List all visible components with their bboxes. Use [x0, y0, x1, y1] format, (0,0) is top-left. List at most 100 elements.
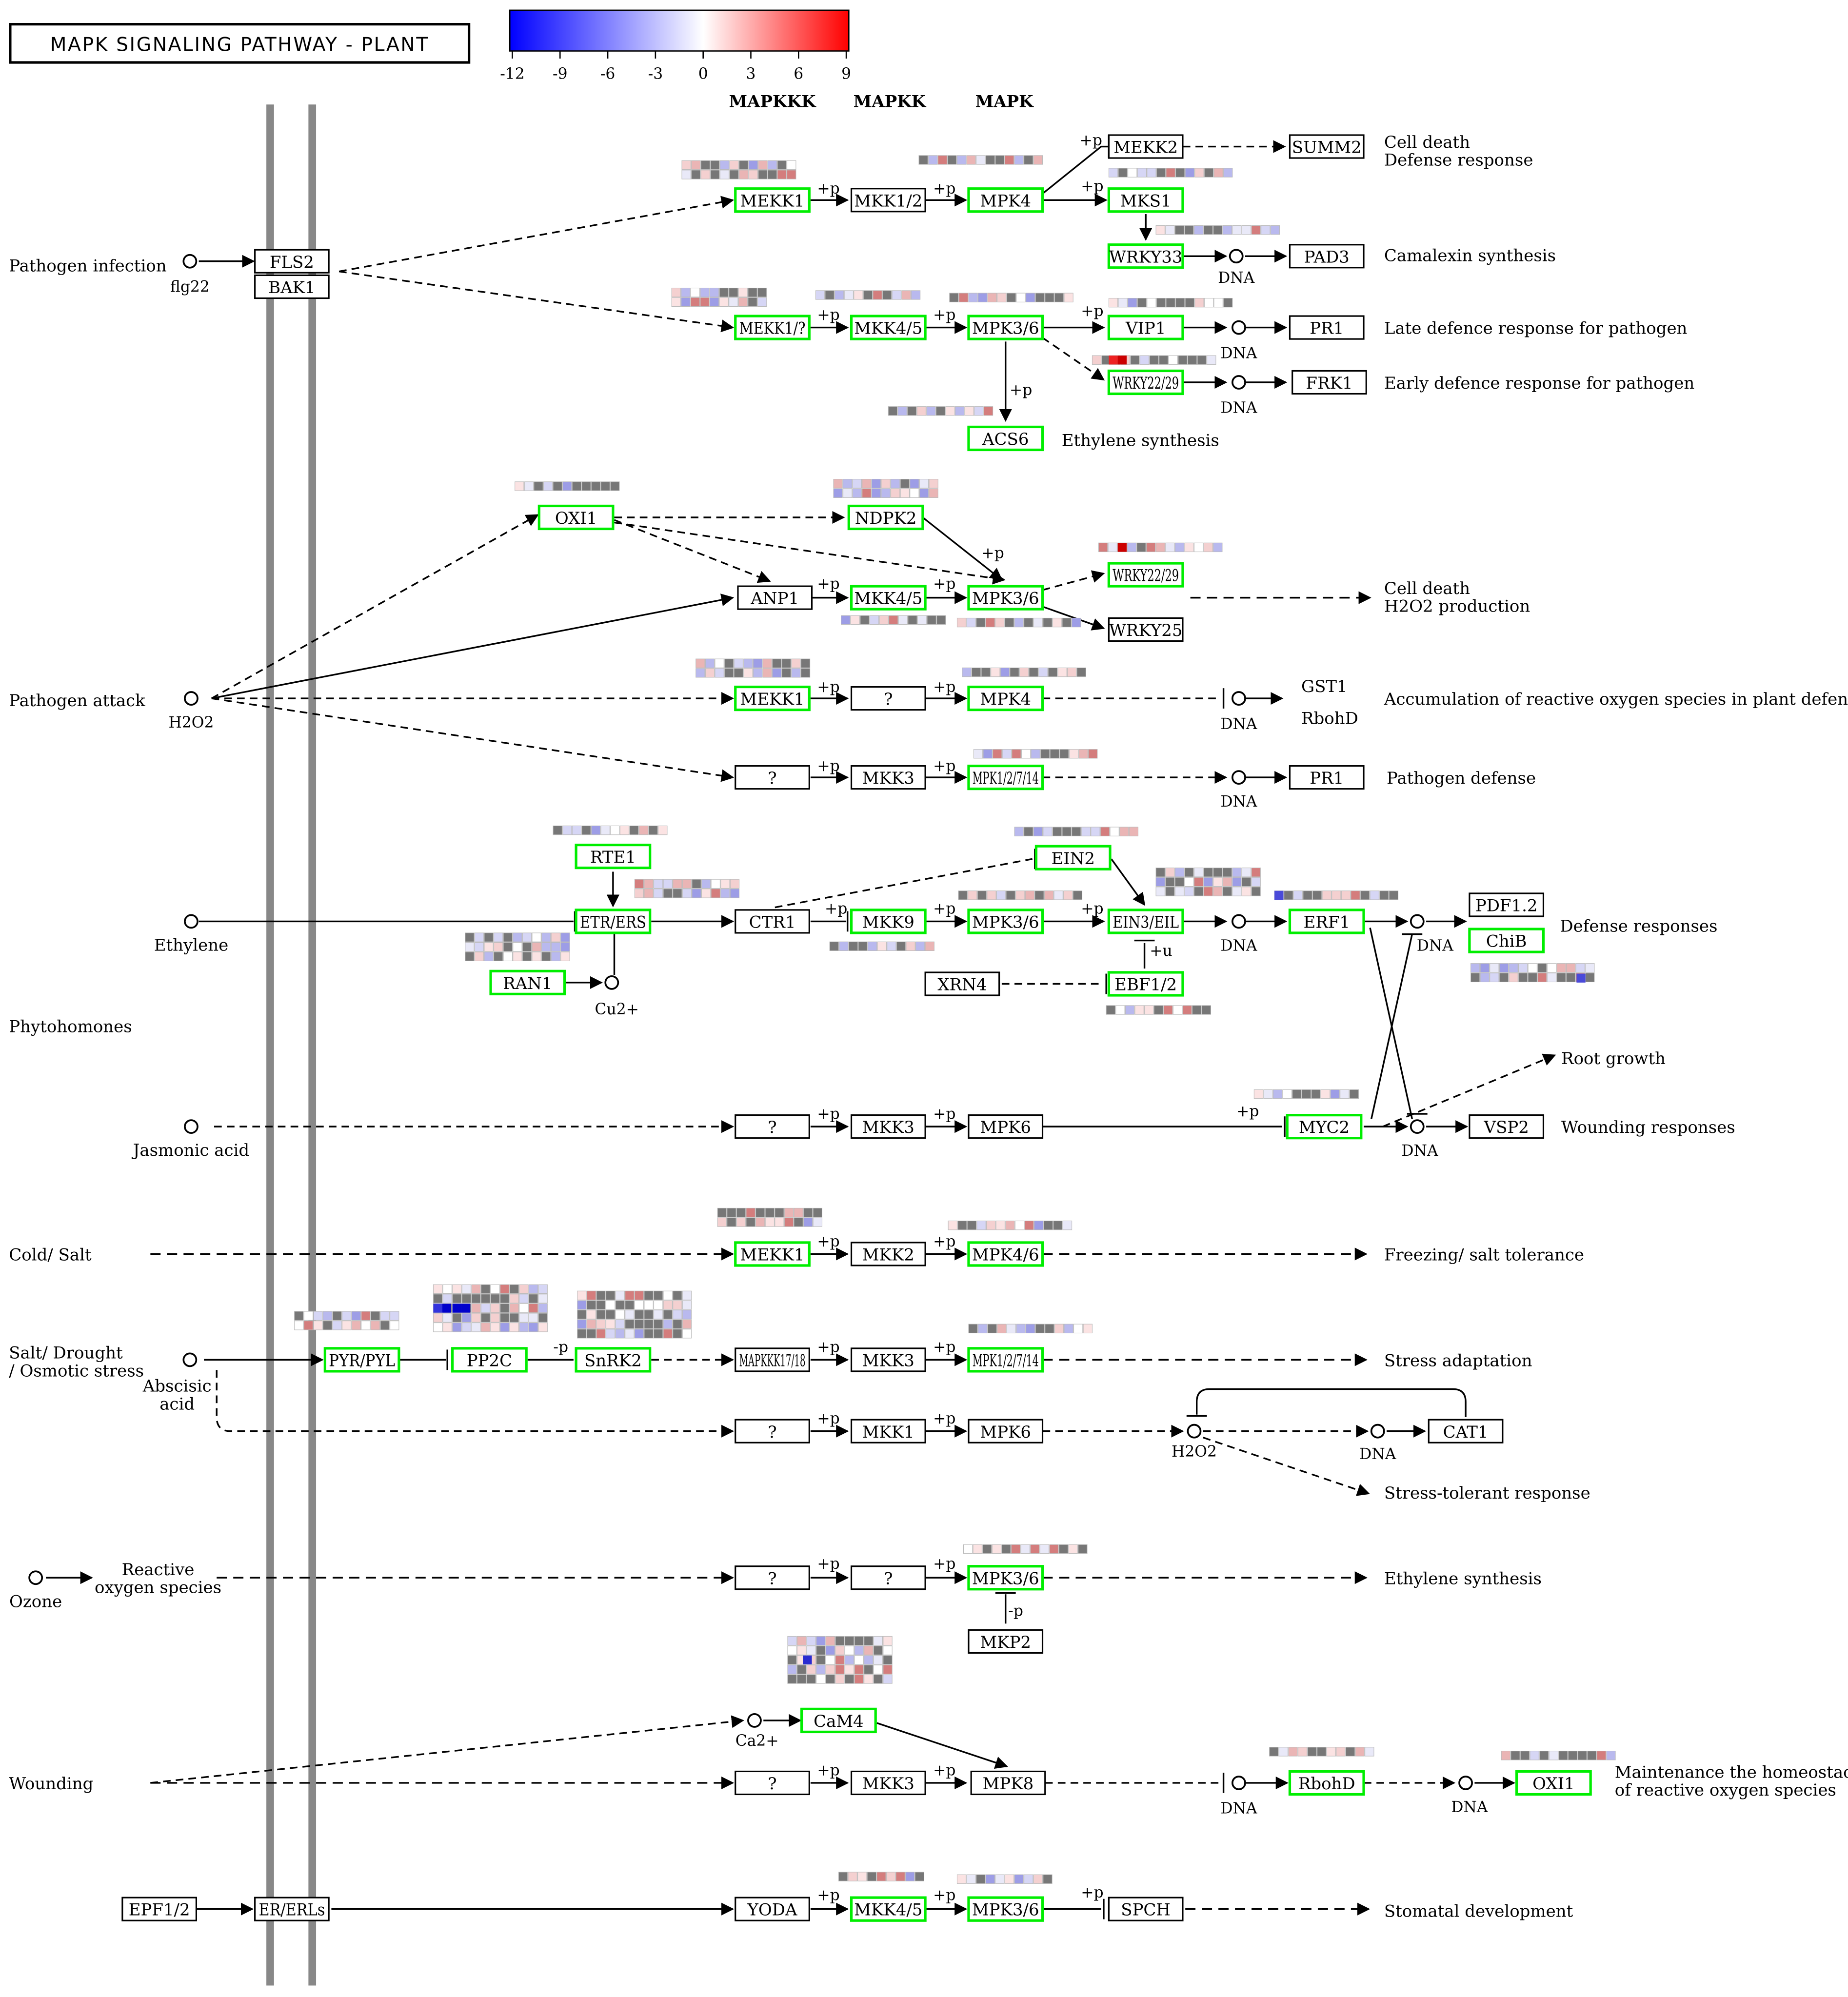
gene-node-mkk45[interactable]: MKK4/5: [850, 315, 927, 340]
dna-label: DNA: [1220, 715, 1257, 733]
gene-node-frk1[interactable]: FRK1: [1292, 370, 1367, 395]
gene-node-mpk4[interactable]: MPK4: [967, 187, 1044, 213]
p-label: +p: [933, 1105, 955, 1123]
gene-node-mpk6[interactable]: MPK6: [968, 1114, 1044, 1139]
heatmap: [1274, 890, 1399, 900]
gene-node-q[interactable]: ?: [735, 1770, 810, 1796]
gene-label: MPK4: [980, 690, 1031, 709]
gene-node-wrky2229[interactable]: WRKY22/29: [1107, 369, 1184, 395]
gene-node-oxi1[interactable]: OXI1: [1515, 1770, 1592, 1796]
gene-node-mpk71[interactable]: MPK1/2/7/14: [967, 764, 1044, 791]
gene-node-q[interactable]: ?: [735, 1114, 810, 1139]
gene-node-yoda[interactable]: YODA: [735, 1897, 810, 1921]
gene-node-mks1[interactable]: MKS1: [1107, 187, 1184, 213]
gene-node-mkk3[interactable]: MKK3: [850, 765, 926, 790]
gene-node-etrers[interactable]: ETR/ERS: [575, 909, 652, 934]
gene-node-mkk1[interactable]: MKK1: [850, 1419, 926, 1443]
gene-node-mpk36[interactable]: MPK3/6: [967, 1896, 1044, 1922]
gene-node-mkp2[interactable]: MKP2: [968, 1629, 1044, 1654]
gene-node-mkk12[interactable]: MKK1/2: [850, 188, 926, 213]
gene-node-acs6[interactable]: ACS6: [967, 425, 1044, 452]
gene-node-pr1[interactable]: PR1: [1289, 765, 1365, 790]
heatmap: [1155, 225, 1280, 235]
gene-node-pad3[interactable]: PAD3: [1289, 244, 1365, 269]
gene-node-vip1[interactable]: VIP1: [1107, 315, 1184, 340]
gene-node-wrky25[interactable]: WRKY25: [1108, 617, 1184, 642]
gene-node-ein3[interactable]: EIN3/EIL: [1107, 909, 1184, 934]
gene-node-bak1[interactable]: BAK1: [254, 274, 330, 299]
gene-node-anp1[interactable]: ANP1: [737, 585, 813, 610]
gene-node-mkk45[interactable]: MKK4/5: [850, 1896, 927, 1922]
gene-node-rbohd[interactable]: RbohD: [1288, 1770, 1365, 1796]
gene-node-mekk2[interactable]: MEKK2: [1108, 134, 1184, 159]
gene-label: MPK1/2/7/14: [973, 1351, 1039, 1370]
gene-node-cam4[interactable]: CaM4: [800, 1707, 877, 1734]
gene-node-mkk3[interactable]: MKK3: [850, 1770, 926, 1796]
gene-node-mpk36[interactable]: MPK3/6: [967, 315, 1044, 340]
gene-node-ndpk2[interactable]: NDPK2: [847, 504, 924, 531]
gene-node-mpk4[interactable]: MPK4: [967, 685, 1044, 712]
gene-node-pdf12[interactable]: PDF1.2: [1469, 892, 1545, 917]
dna-label: DNA: [1220, 1800, 1257, 1818]
gene-node-q[interactable]: ?: [735, 765, 810, 790]
gene-node-mkk9[interactable]: MKK9: [850, 909, 927, 934]
gene-node-mkk45[interactable]: MKK4/5: [850, 585, 927, 611]
gene-node-ein2[interactable]: EIN2: [1034, 845, 1112, 870]
heatmap: [1106, 1005, 1211, 1015]
gene-node-wrky33[interactable]: WRKY33: [1107, 243, 1184, 269]
gene-node-spch[interactable]: SPCH: [1108, 1897, 1184, 1921]
gene-node-q[interactable]: ?: [850, 1565, 926, 1590]
gene-node-erf1[interactable]: ERF1: [1288, 909, 1365, 934]
pathway-edges: [46, 135, 1556, 1919]
gene-label: ACS6: [982, 430, 1029, 449]
gene-node-ebf12[interactable]: EBF1/2: [1107, 971, 1184, 997]
gene-node-mekk1[interactable]: MEKK1: [734, 1241, 811, 1267]
gene-node-q[interactable]: ?: [735, 1419, 810, 1443]
gene-node-myc2[interactable]: MYC2: [1286, 1114, 1363, 1140]
label-reactive: Reactive: [122, 1560, 195, 1580]
gene-label: MKK1: [862, 1423, 914, 1442]
header-mapk: MAPK: [975, 92, 1034, 112]
gene-node-q[interactable]: ?: [735, 1565, 810, 1590]
gene-node-pr1[interactable]: PR1: [1289, 315, 1365, 340]
heatmap: [956, 617, 1081, 628]
gene-node-mekk1[interactable]: MEKK1: [734, 685, 811, 712]
gene-node-mapkkk17[interactable]: MAPKKK17/18: [735, 1347, 810, 1372]
gene-label: MPK3/6: [972, 1900, 1039, 1920]
gene-node-mpk6[interactable]: MPK6: [968, 1419, 1044, 1443]
gene-node-snrk2[interactable]: SnRK2: [575, 1347, 652, 1373]
gene-node-xrn4[interactable]: XRN4: [924, 971, 1000, 996]
gene-node-pp2c[interactable]: PP2C: [451, 1347, 528, 1373]
gene-node-mkk3[interactable]: MKK3: [850, 1347, 926, 1372]
gene-node-summ2[interactable]: SUMM2: [1289, 134, 1365, 159]
gene-node-wrky2229[interactable]: WRKY22/29: [1107, 562, 1184, 588]
gene-node-cat1[interactable]: CAT1: [1428, 1419, 1504, 1443]
compound-circle: [28, 1570, 43, 1585]
dna-label: DNA: [1417, 937, 1454, 955]
heatmap: [1155, 868, 1261, 896]
gene-node-fls2[interactable]: FLS2: [254, 249, 330, 274]
gene-node-q[interactable]: ?: [850, 686, 926, 711]
gene-node-mkk3[interactable]: MKK3: [850, 1114, 926, 1139]
gene-node-chib[interactable]: ChiB: [1468, 928, 1545, 953]
gene-node-oxi1[interactable]: OXI1: [537, 504, 615, 531]
gene-node-ererls[interactable]: ER/ERLs: [254, 1897, 330, 1921]
gene-node-mkk2[interactable]: MKK2: [850, 1242, 926, 1266]
gene-label: OXI1: [555, 509, 597, 528]
gene-node-ran1[interactable]: RAN1: [489, 969, 566, 995]
gene-node-mpk36[interactable]: MPK3/6: [967, 1565, 1044, 1591]
gene-node-mekk1_2[interactable]: MEKK1/?: [734, 315, 811, 340]
gene-node-epf12[interactable]: EPF1/2: [121, 1897, 197, 1921]
gene-node-mekk1[interactable]: MEKK1: [734, 187, 811, 213]
gene-node-mpk36[interactable]: MPK3/6: [967, 585, 1044, 611]
gene-node-mpk8[interactable]: MPK8: [970, 1770, 1046, 1796]
gene-node-mpk36[interactable]: MPK3/6: [967, 909, 1044, 934]
gene-label: ?: [768, 1774, 776, 1794]
gene-label: MKK4/5: [854, 589, 922, 609]
gene-node-mpk71[interactable]: MPK1/2/7/14: [967, 1347, 1044, 1373]
gene-node-ctr1[interactable]: CTR1: [735, 909, 810, 934]
gene-node-vsp2[interactable]: VSP2: [1469, 1114, 1545, 1139]
gene-node-mpk46[interactable]: MPK4/6: [967, 1241, 1044, 1267]
gene-node-pyr[interactable]: PYR/PYL: [323, 1347, 400, 1373]
gene-node-rte1[interactable]: RTE1: [575, 843, 652, 870]
